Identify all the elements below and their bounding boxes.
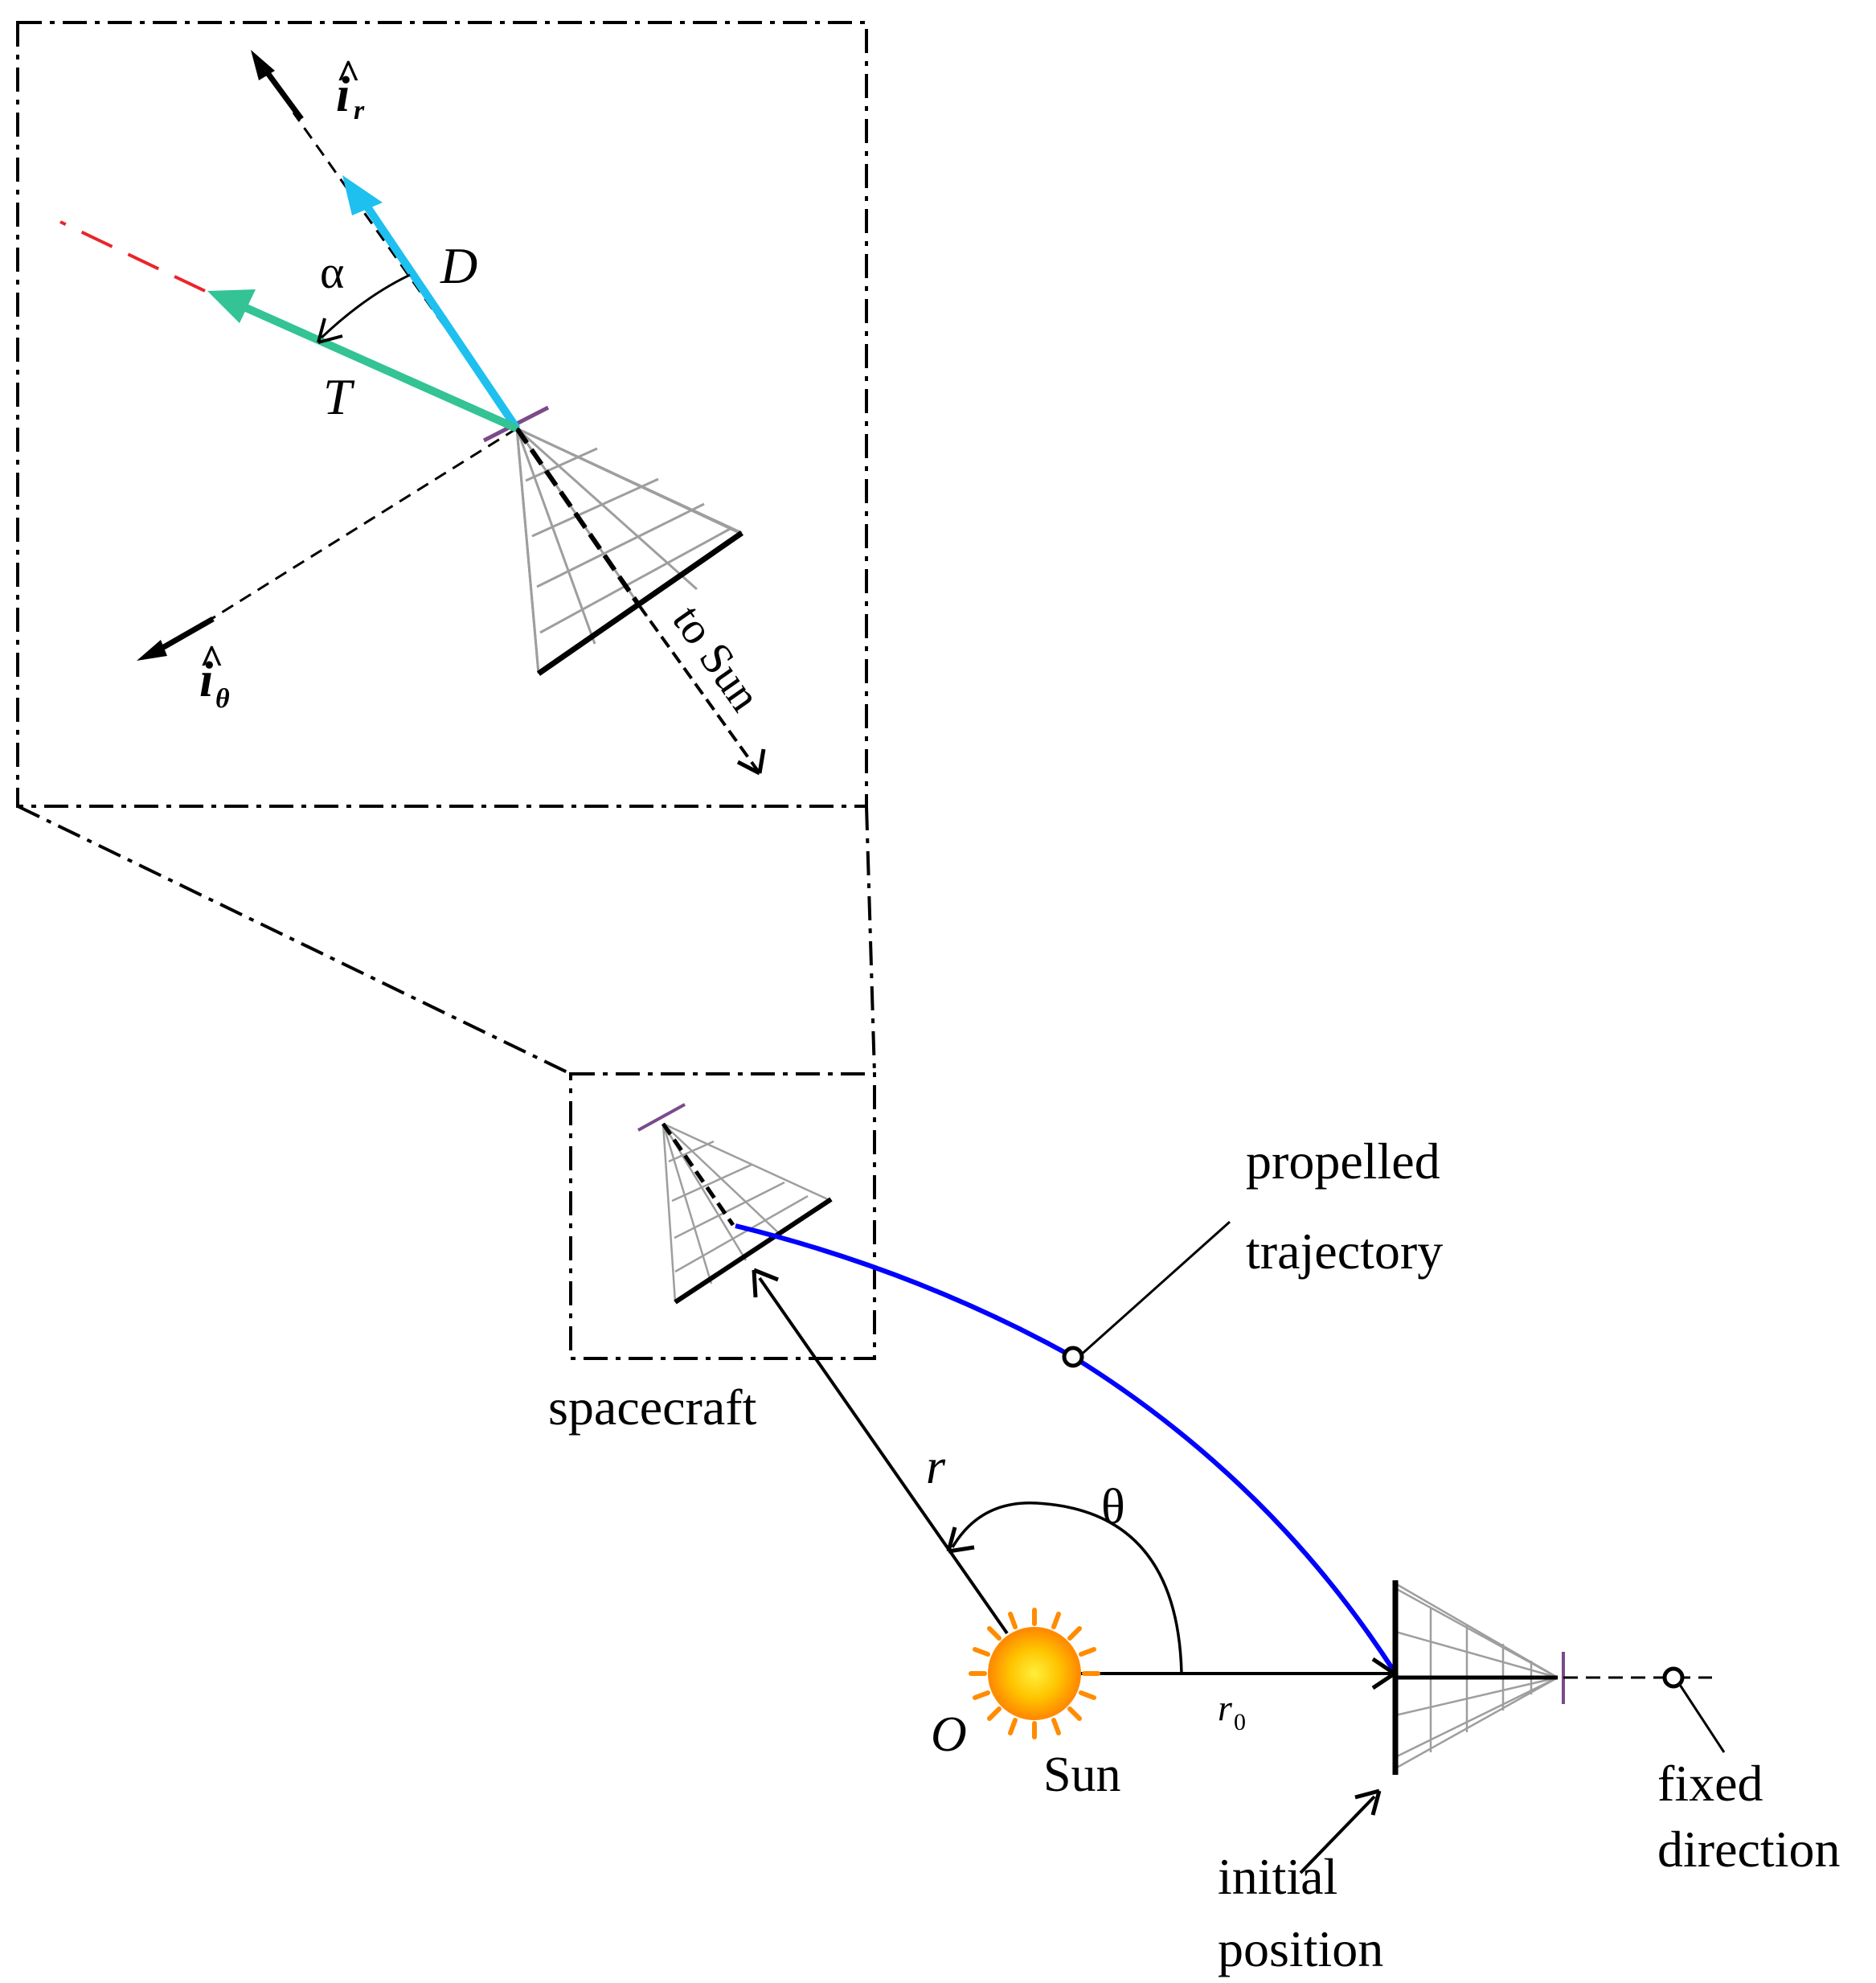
itheta-subscript: θ — [215, 684, 230, 714]
initial-sail — [1392, 1580, 1565, 1775]
trajectory-marker — [1062, 1220, 1231, 1368]
thrust-vector — [207, 289, 519, 432]
sun-icon — [969, 1608, 1100, 1739]
zoom-frame — [16, 21, 876, 1075]
theta-arc — [946, 1502, 1183, 1674]
theta-label: θ — [1101, 1480, 1125, 1534]
itheta-label: i — [199, 653, 213, 707]
drag-label: D — [440, 237, 477, 294]
spacecraft-label: spacecraft — [548, 1379, 757, 1436]
itheta-hat: ^ — [199, 637, 223, 683]
radius-vector — [752, 1268, 1009, 1635]
zoom-connector-left — [17, 805, 571, 1075]
ir-label: i — [336, 68, 350, 122]
itheta-axis — [137, 427, 518, 661]
fixed-label: fixed — [1657, 1755, 1763, 1812]
thrust-label: T — [323, 368, 355, 425]
propelled-trajectory-curve — [735, 1223, 1397, 1674]
ir-subscript: r — [354, 96, 365, 125]
spacecraft-box — [569, 1072, 876, 1360]
thrust-extension-line — [59, 220, 206, 293]
spacecraft-sail — [637, 1103, 833, 1305]
r-label: r — [926, 1440, 946, 1494]
direction-label: direction — [1657, 1821, 1840, 1878]
alpha-label: α — [320, 246, 344, 298]
origin-label: O — [931, 1707, 967, 1762]
zoom-sail-grid — [515, 427, 743, 674]
ir-hat: ^ — [336, 52, 360, 98]
to-sun-arrow — [637, 604, 766, 776]
drag-vector — [342, 175, 521, 431]
trajectory-label: trajectory — [1246, 1223, 1443, 1280]
initial-label: initial — [1218, 1848, 1337, 1905]
zoom-sail-axis — [514, 427, 641, 607]
position-label: position — [1218, 1920, 1383, 1977]
r0-label: r — [1218, 1687, 1233, 1728]
initial-position-pointer — [1299, 1788, 1382, 1874]
zoom-connector-right — [865, 805, 876, 1075]
propelled-label: propelled — [1246, 1133, 1440, 1190]
sun-label: Sun — [1043, 1747, 1120, 1802]
fixed-direction-line — [1563, 1666, 1726, 1753]
alpha-arc — [317, 273, 411, 344]
r0-subscript: 0 — [1234, 1709, 1246, 1735]
